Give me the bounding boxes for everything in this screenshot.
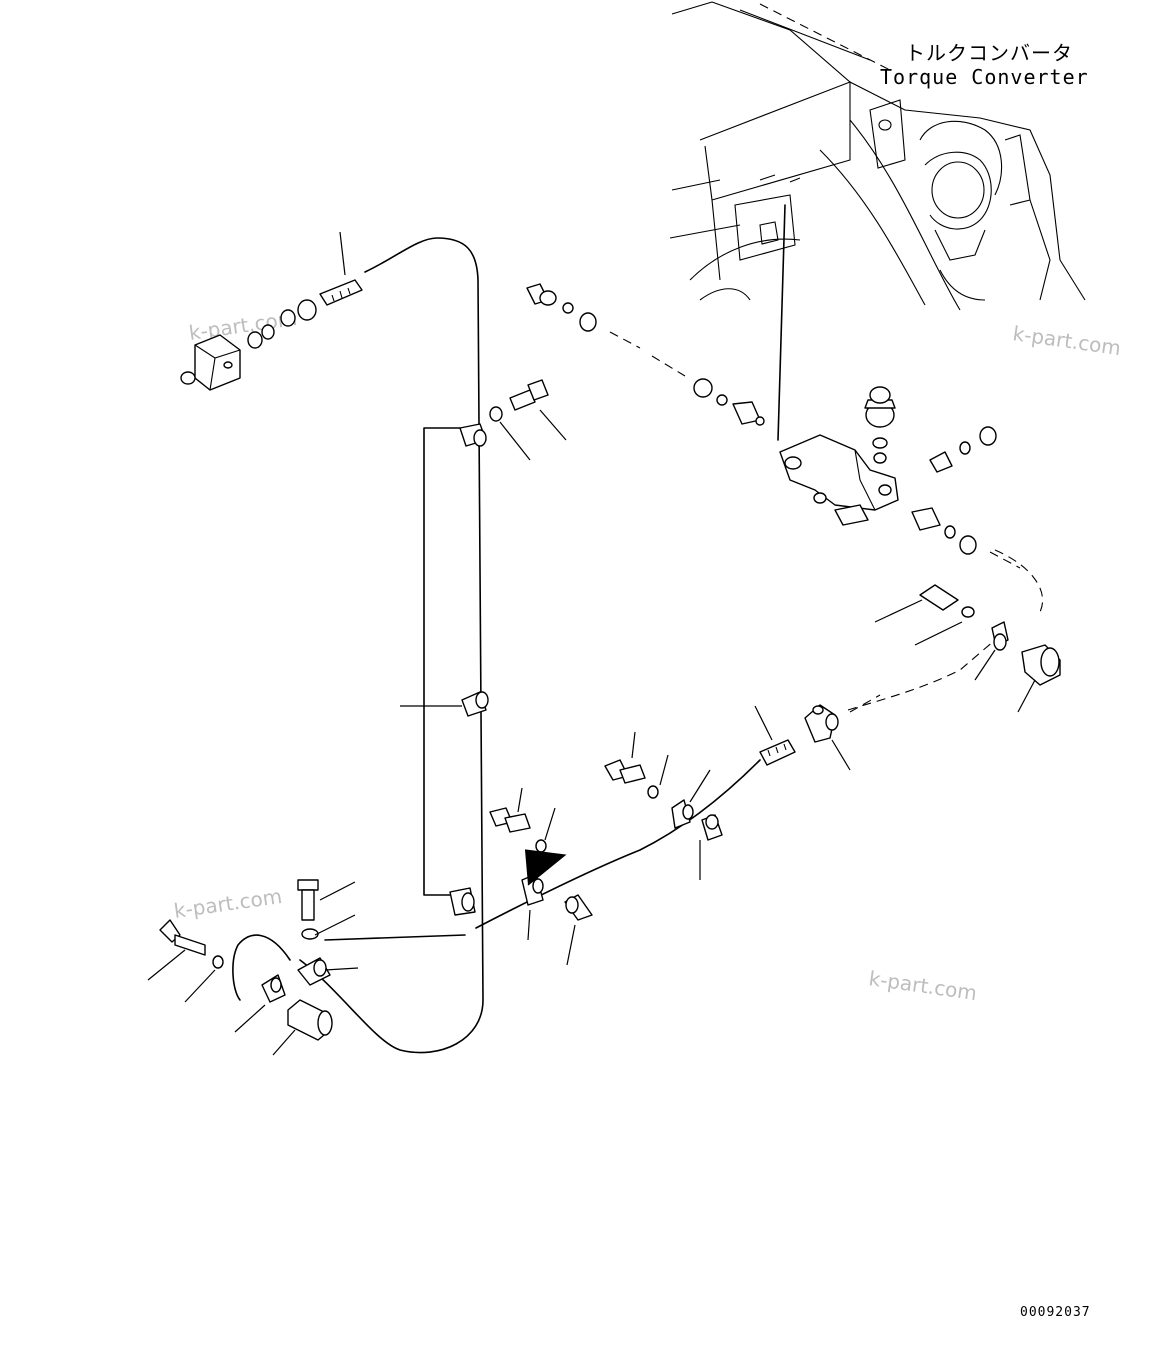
top-left-valve-assembly [180, 279, 363, 391]
tee-fitting [759, 694, 881, 766]
watermark: k-part.com [187, 306, 298, 345]
center-clamp-sets [489, 759, 723, 921]
drawing-number: 00092037 [1020, 1305, 1091, 1320]
torque-converter-label-en: Torque Converter [880, 65, 1089, 89]
watermark: k-part.com [1011, 321, 1122, 360]
right-clamp-set [919, 584, 1061, 686]
lower-left-clamp-cluster [159, 879, 333, 1041]
watermark: k-part.com [172, 884, 283, 923]
torque-converter-label-jp: トルクコンバータ [905, 41, 1073, 65]
leader-lines [147, 231, 1036, 1056]
torque-converter-housing [669, 1, 1086, 311]
watermark: k-part.com [867, 966, 978, 1005]
upper-clamp-set [459, 379, 549, 447]
tube-lines [232, 204, 1044, 1054]
sensor-bracket-assembly [779, 386, 1021, 569]
middle-clamp [461, 691, 489, 717]
lower-vertical-clamp [449, 887, 476, 916]
fitting-chain [526, 283, 765, 426]
